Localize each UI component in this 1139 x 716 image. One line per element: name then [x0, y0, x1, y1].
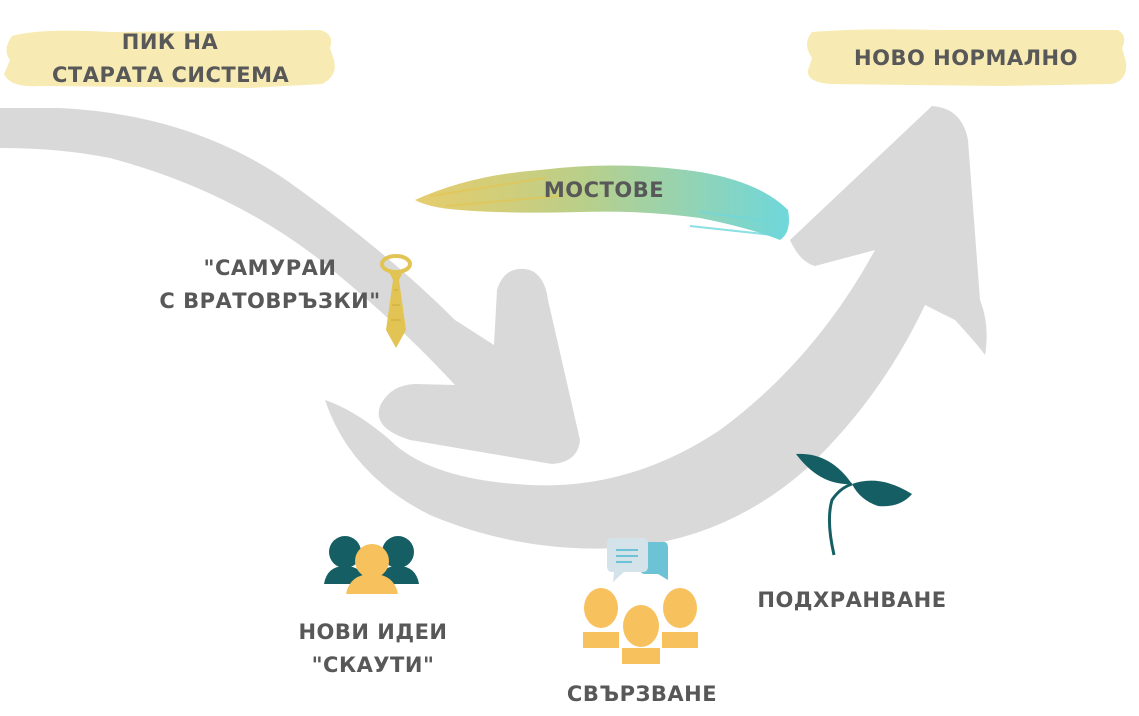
sprout-icon [796, 453, 912, 556]
nurturing-text: ПОДХРАНВАНЕ [757, 588, 947, 612]
connecting-text: СВЪРЗВАНЕ [566, 682, 718, 706]
bridges-text: МОСТОВЕ [543, 178, 665, 202]
samurai-label: "САМУРАИ С ВРАТОВРЪЗКИ" [158, 252, 382, 317]
new-normal-text: НОВО НОРМАЛНО [854, 46, 1078, 70]
peak-old-system-label: ПИК НА СТАРАТА СИСТЕМА [52, 26, 290, 91]
descending-arrow [0, 108, 580, 464]
highlight-peak [4, 30, 335, 88]
samurai-line1: "САМУРАИ [203, 256, 337, 280]
bridges-label: МОСТОВЕ [536, 174, 672, 207]
peak-old-system-line2: СТАРАТА СИСТЕМА [52, 62, 290, 87]
people-icon [583, 588, 698, 664]
peak-old-system-line1: ПИК НА [121, 30, 219, 54]
tie-icon [380, 254, 412, 348]
new-ideas-label: НОВИ ИДЕИ "СКАУТИ" [282, 616, 464, 681]
new-ideas-line1: НОВИ ИДЕИ [298, 620, 448, 644]
samurai-line2: С ВРАТОВРЪЗКИ" [159, 288, 381, 313]
new-normal-label: НОВО НОРМАЛНО [846, 42, 1086, 75]
ascending-arrow [325, 106, 987, 549]
highlight-new-normal [807, 29, 1127, 86]
bridges-brush-streaks-teal [689, 211, 783, 237]
new-ideas-line2: "СКАУТИ" [311, 652, 435, 677]
connecting-label: СВЪРЗВАНЕ [556, 678, 728, 711]
bridges-brush-streaks [429, 177, 561, 207]
group-icon [324, 536, 419, 594]
nurturing-label: ПОДХРАНВАНЕ [748, 584, 956, 617]
chat-bubbles-icon [607, 538, 668, 582]
